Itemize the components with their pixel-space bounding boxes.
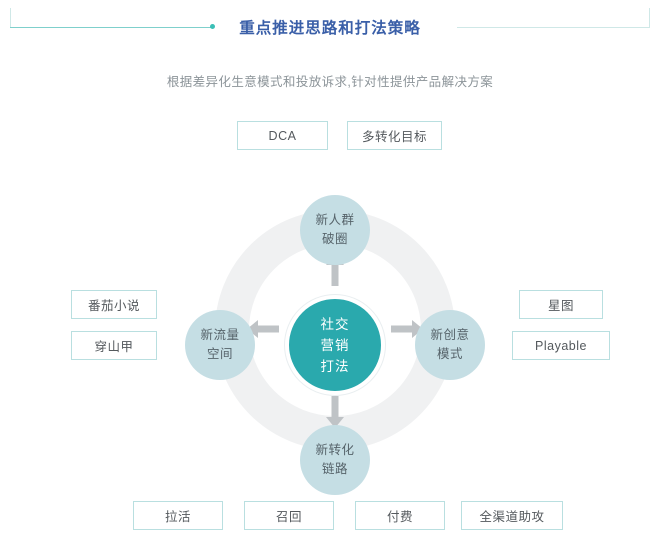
center-line: 打法 bbox=[320, 358, 350, 374]
node-line: 空间 bbox=[206, 347, 233, 361]
tag-box-tomato-novel[interactable]: 番茄小说 bbox=[71, 290, 157, 319]
strategy-diagram: 新人群 破圈 新创意 模式 新转化 链路 新流量 空间 社交 营销 打法 bbox=[165, 170, 505, 495]
tag-box-pangolin[interactable]: 穿山甲 bbox=[71, 331, 157, 360]
tag-box-multi-conversion-goal[interactable]: 多转化目标 bbox=[347, 121, 442, 150]
arrow-left-icon bbox=[247, 320, 279, 343]
node-line: 模式 bbox=[436, 347, 463, 361]
center-node-social-marketing-strategy[interactable]: 社交 营销 打法 bbox=[285, 295, 385, 395]
frame-accent-dot-icon bbox=[210, 24, 215, 29]
node-new-traffic-space[interactable]: 新流量 空间 bbox=[185, 310, 255, 380]
tag-box-recall[interactable]: 召回 bbox=[244, 501, 334, 530]
frame-right-rule bbox=[649, 8, 650, 28]
node-new-audience-breakthrough[interactable]: 新人群 破圈 bbox=[300, 195, 370, 265]
tag-box-dca[interactable]: DCA bbox=[237, 121, 328, 150]
node-new-creative-mode[interactable]: 新创意 模式 bbox=[415, 310, 485, 380]
node-new-conversion-path[interactable]: 新转化 链路 bbox=[300, 425, 370, 495]
arrow-down-icon bbox=[326, 396, 344, 433]
node-line: 新创意 bbox=[430, 328, 470, 342]
center-line: 社交 bbox=[320, 316, 350, 332]
page-subtitle: 根据差异化生意模式和投放诉求,针对性提供产品解决方案 bbox=[166, 75, 494, 89]
frame-left-rule bbox=[10, 8, 11, 28]
tag-box-payment[interactable]: 付费 bbox=[355, 501, 445, 530]
arrow-right-icon bbox=[391, 320, 423, 343]
node-line: 破圈 bbox=[321, 232, 348, 246]
tag-box-reactivation[interactable]: 拉活 bbox=[133, 501, 223, 530]
frame-top-rule-left bbox=[10, 27, 212, 28]
node-line: 新人群 bbox=[315, 213, 355, 227]
center-line: 营销 bbox=[320, 337, 350, 353]
page-title: 重点推进思路和打法策略 bbox=[239, 20, 421, 37]
node-line: 链路 bbox=[321, 462, 348, 476]
tag-box-playable[interactable]: Playable bbox=[512, 331, 610, 360]
tag-box-omnichannel-assist[interactable]: 全渠道助攻 bbox=[461, 501, 563, 530]
tag-box-xingtu[interactable]: 星图 bbox=[519, 290, 603, 319]
node-line: 新流量 bbox=[200, 328, 240, 342]
node-line: 新转化 bbox=[315, 443, 355, 457]
frame-top-rule-right bbox=[457, 27, 650, 28]
